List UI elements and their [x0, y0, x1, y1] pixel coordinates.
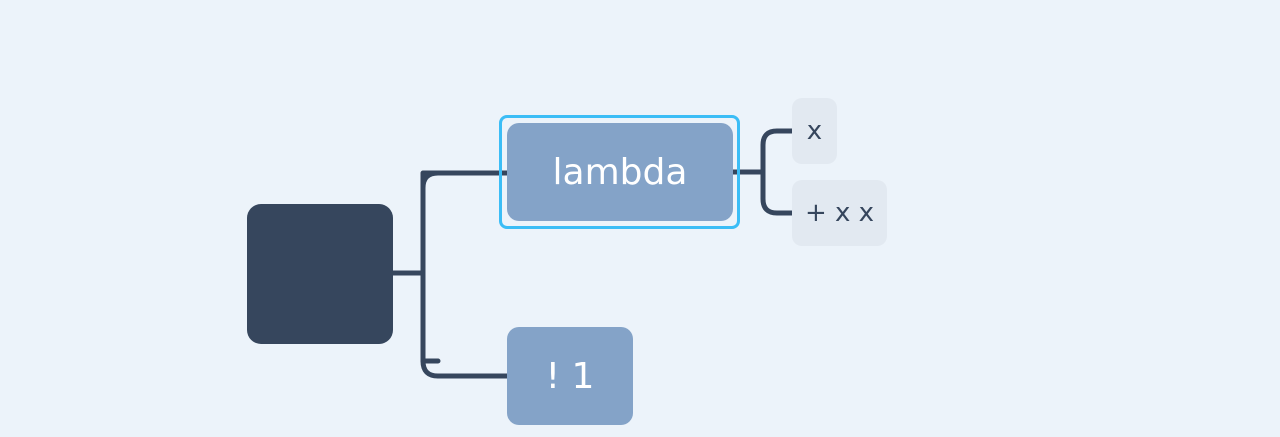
- connector-root-not: [420, 358, 441, 379]
- not-one-node[interactable]: ! 1: [507, 327, 633, 425]
- lambda-node-label: lambda: [552, 151, 688, 193]
- connector-root-lambda: [420, 170, 441, 191]
- connector-lambda-children: [730, 128, 795, 216]
- lambda-node[interactable]: lambda: [507, 123, 733, 221]
- x-leaf-label: x: [806, 116, 823, 146]
- x-leaf-node[interactable]: x: [792, 98, 837, 164]
- selection-outline: [499, 115, 740, 229]
- plus-x-x-leaf-node[interactable]: + x x: [792, 180, 887, 246]
- not-one-node-label: ! 1: [545, 355, 595, 397]
- plus-x-x-leaf-label: + x x: [804, 198, 875, 228]
- root-node[interactable]: [247, 204, 393, 344]
- connector-root-branches: [390, 170, 510, 379]
